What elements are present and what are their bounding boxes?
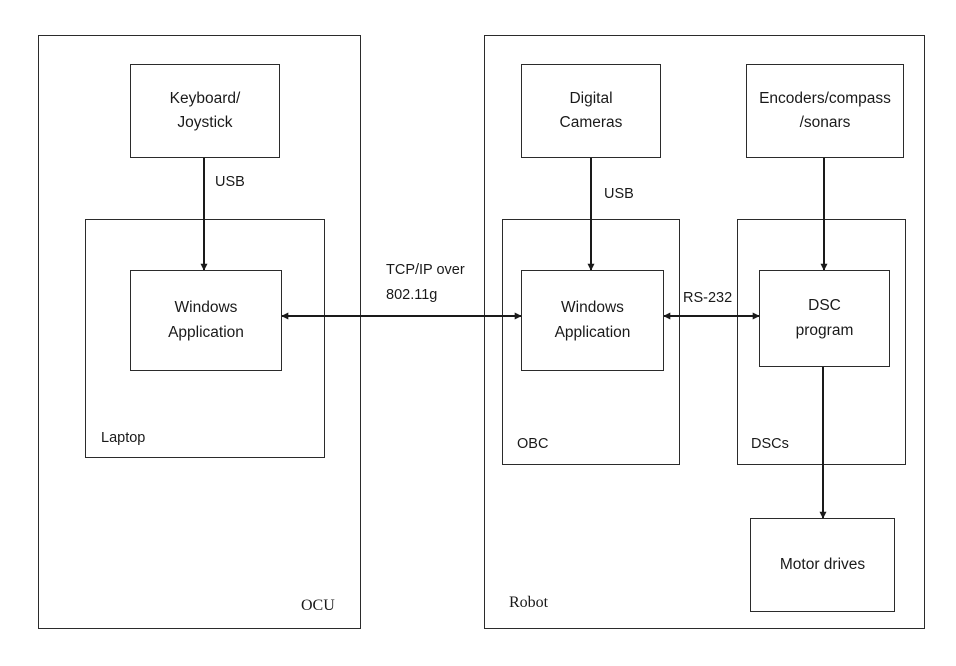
usb-label-ocu: USB — [215, 174, 245, 190]
digital-cameras-node: Digital Cameras — [521, 64, 661, 158]
robot-container — [484, 35, 925, 629]
usb-label-robot: USB — [604, 186, 634, 202]
motor-drives-node: Motor drives — [750, 518, 895, 612]
robot-label: Robot — [509, 594, 549, 611]
keyboard-joystick-node: Keyboard/ Joystick — [130, 64, 280, 158]
dscs-container — [737, 219, 906, 465]
laptop-label: Laptop — [101, 430, 146, 446]
obc-label: OBC — [517, 436, 549, 452]
laptop-container — [85, 219, 325, 458]
ocu-container — [38, 35, 361, 629]
wireless-link-label: TCP/IP over 802.11g — [386, 262, 465, 304]
laptop-windows-app-node: Windows Application — [130, 270, 282, 371]
ocu-label: OCU — [301, 597, 335, 614]
obc-windows-app-node: Windows Application — [521, 270, 664, 371]
serial-link-label: RS-232 — [683, 290, 733, 306]
dsc-program-node: DSC program — [759, 270, 890, 367]
sensors-node: Encoders/compass /sonars — [746, 64, 904, 158]
dscs-label: DSCs — [751, 436, 789, 452]
